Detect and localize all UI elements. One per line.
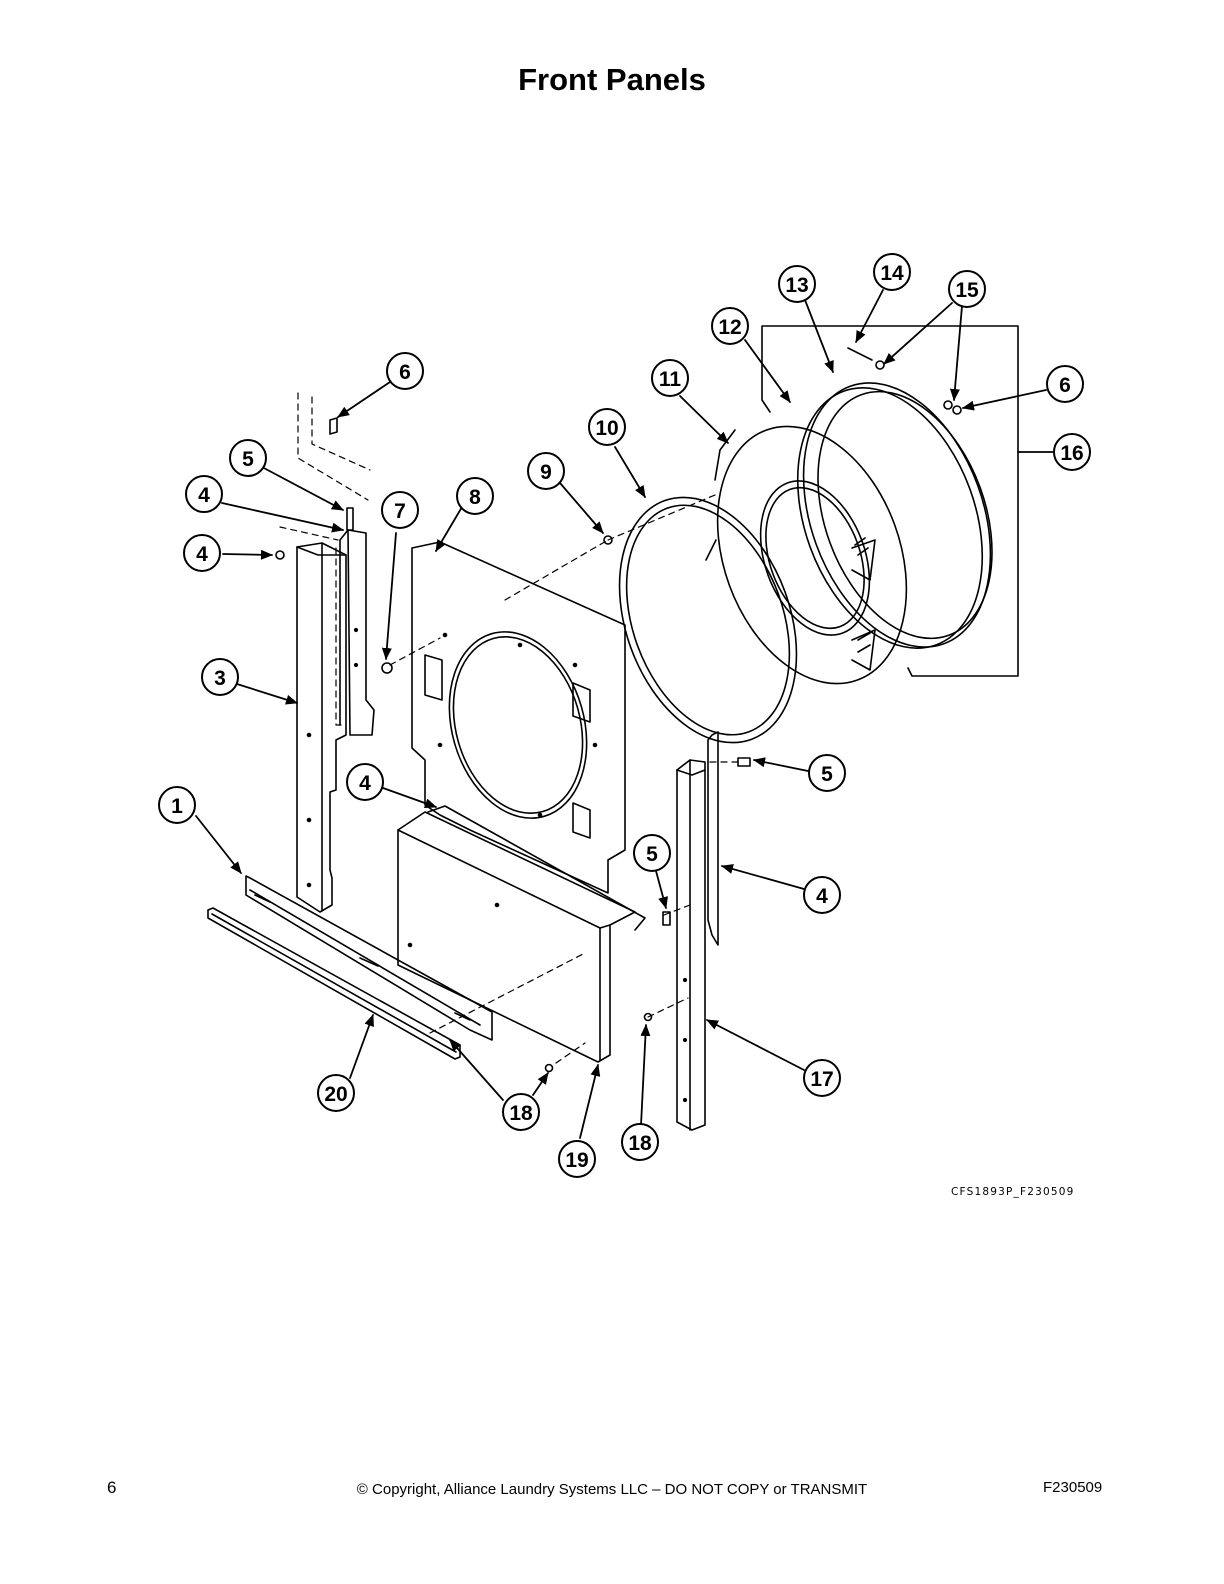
svg-text:15: 15: [955, 279, 979, 302]
callout-6-right: 6: [1046, 365, 1084, 403]
callout-16: 16: [1053, 433, 1091, 471]
document-code: F230509: [1043, 1479, 1103, 1496]
callout-9: 9: [527, 452, 565, 490]
bottom-rail-part-1: [245, 875, 493, 1041]
svg-text:13: 13: [785, 274, 808, 297]
svg-text:4: 4: [196, 543, 208, 566]
svg-text:1: 1: [171, 795, 183, 818]
copyright-notice: © Copyright, Alliance Laundry Systems LL…: [356, 1481, 868, 1498]
svg-text:11: 11: [659, 368, 682, 391]
hardware-fasteners: [275, 347, 962, 1073]
callout-15: 15: [948, 270, 986, 308]
callout-14: 14: [873, 253, 911, 291]
svg-text:4: 4: [816, 885, 828, 908]
svg-text:10: 10: [595, 417, 618, 440]
svg-text:6: 6: [1059, 374, 1071, 397]
svg-text:4: 4: [198, 484, 210, 507]
door-assembly-part-11: [705, 425, 908, 685]
callout-10: 10: [588, 408, 626, 446]
alignment-lines: [279, 392, 739, 1064]
left-side-channel-part-2: [296, 542, 347, 913]
callout-2: 3: [201, 658, 239, 696]
svg-text:3: 3: [214, 667, 226, 690]
svg-text:4: 4: [359, 772, 371, 795]
assembly-bracket-part-16: [761, 325, 1019, 677]
svg-text:16: 16: [1060, 442, 1083, 465]
callout-7: 7: [381, 491, 419, 529]
front-panel-part-8: [411, 541, 626, 894]
callout-20: 20: [317, 1074, 355, 1112]
svg-text:5: 5: [242, 448, 254, 471]
svg-text:6: 6: [399, 361, 411, 384]
svg-text:14: 14: [880, 262, 904, 285]
page-number: 6: [107, 1478, 117, 1497]
svg-text:18: 18: [509, 1102, 533, 1125]
callout-5-lower: 5: [633, 834, 671, 872]
callout-5-right: 5: [808, 754, 846, 792]
svg-text:9: 9: [540, 461, 552, 484]
svg-text:5: 5: [821, 763, 833, 786]
callout-6-top: 6: [386, 352, 424, 390]
callout-4-right: 4: [803, 876, 841, 914]
callout-1: 1: [158, 786, 196, 824]
svg-text:12: 12: [718, 316, 741, 339]
svg-text:19: 19: [565, 1149, 588, 1172]
callout-18-left: 18: [502, 1093, 540, 1131]
door-gasket-ring-part-10: [618, 496, 798, 744]
drawing-code: CFS1893P_F230509: [951, 1186, 1075, 1198]
right-trim-strip-part-4: [707, 731, 719, 946]
left-trim-strip-part-4: [339, 529, 375, 736]
callout-18-right: 18: [621, 1123, 659, 1161]
callout-8: 8: [456, 477, 494, 515]
svg-text:18: 18: [628, 1132, 652, 1155]
callout-12: 12: [711, 307, 749, 345]
callout-markers: 6 5 4 4 7 8 9 10: [158, 253, 1091, 1178]
svg-text:8: 8: [469, 486, 481, 509]
callout-13: 13: [778, 265, 816, 303]
bottom-trim-part-20: [207, 907, 461, 1060]
callout-19: 19: [558, 1140, 596, 1178]
svg-text:17: 17: [810, 1068, 833, 1091]
callout-4-left: 4: [185, 475, 223, 513]
front-frame-rings-parts-12-13: [796, 382, 993, 649]
callout-17: 17: [803, 1059, 841, 1097]
svg-text:5: 5: [646, 843, 658, 866]
callout-11: 11: [651, 359, 689, 397]
callout-4-middle: 4: [346, 763, 384, 801]
svg-text:7: 7: [394, 500, 406, 523]
page-title: Front Panels: [518, 62, 706, 97]
callout-3: 4: [183, 534, 221, 572]
right-side-channel-part-17: [676, 759, 706, 1131]
svg-text:20: 20: [324, 1083, 347, 1106]
lower-kick-panel-part-19: [397, 805, 646, 1063]
callout-leader-lines: [195, 289, 1054, 1139]
callout-5-left: 5: [229, 439, 267, 477]
